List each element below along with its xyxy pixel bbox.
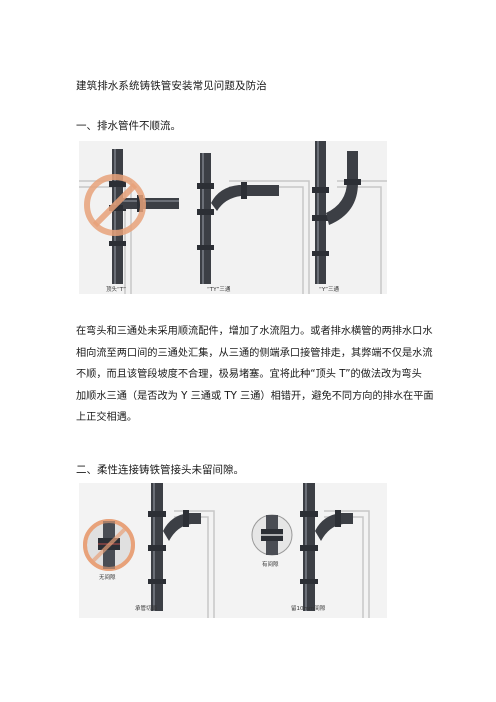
ty-fitting-pipe <box>197 153 279 284</box>
figure-pipe-fittings: 顶头“T” “TY”三通 “Y”三通 <box>79 141 387 294</box>
fig1-label-2: “TY”三通 <box>207 285 231 293</box>
fig2-label-gap: 有间隙 <box>262 560 279 568</box>
pipe-with-gap <box>300 483 353 611</box>
no-gap-detail-icon <box>83 519 135 571</box>
fig1-label-3: “Y”三通 <box>319 285 339 293</box>
section-1-heading: 一、排水管件不顺流。 <box>76 120 181 132</box>
paragraph-line: 在弯头和三通处未采用顺流配件，增加了水流阻力。或者排水横管的两排水口水 <box>76 326 433 337</box>
y-fitting-pipe <box>312 141 361 284</box>
paragraph-line: 不顺，而且该管段坡度不合理，极易堵塞。宜将此种“顶头 T”的做法改为弯头 <box>76 369 422 380</box>
document-title: 建筑排水系统铸铁管安装常见问题及防治 <box>76 80 267 92</box>
section-2-heading: 二、柔性连接铸铁管接头未留间隙。 <box>76 464 244 476</box>
fig1-label-1: 顶头“T” <box>106 285 126 293</box>
section-1-paragraph: 在弯头和三通处未采用顺流配件，增加了水流阻力。或者排水横管的两排水口水 相向流至… <box>76 321 434 429</box>
paragraph-line: 相向流至两口间的三通处汇集，从三通的侧端承口接管排走，其弊端不仅是水流 <box>76 347 433 359</box>
paragraph-line: 加顺水三通（是否改为 Y 三通或 TY 三通）相错开，避免不同方向的排水在平面 <box>76 390 434 402</box>
fig2-label-10mm-gap: 留10mm间隙 <box>291 604 326 612</box>
prohibit-sign-icon <box>84 174 146 236</box>
figure-joint-gap: 无间隙 有间隙 承管切面 留10mm间隙 <box>79 483 387 618</box>
pipe-without-gap <box>148 483 201 611</box>
gap-detail-icon <box>251 514 293 556</box>
fig2-label-no-gap: 无间隙 <box>99 573 116 581</box>
fig2-label-socket-section: 承管切面 <box>135 604 158 612</box>
paragraph-line: 上正交相遇。 <box>76 412 138 423</box>
